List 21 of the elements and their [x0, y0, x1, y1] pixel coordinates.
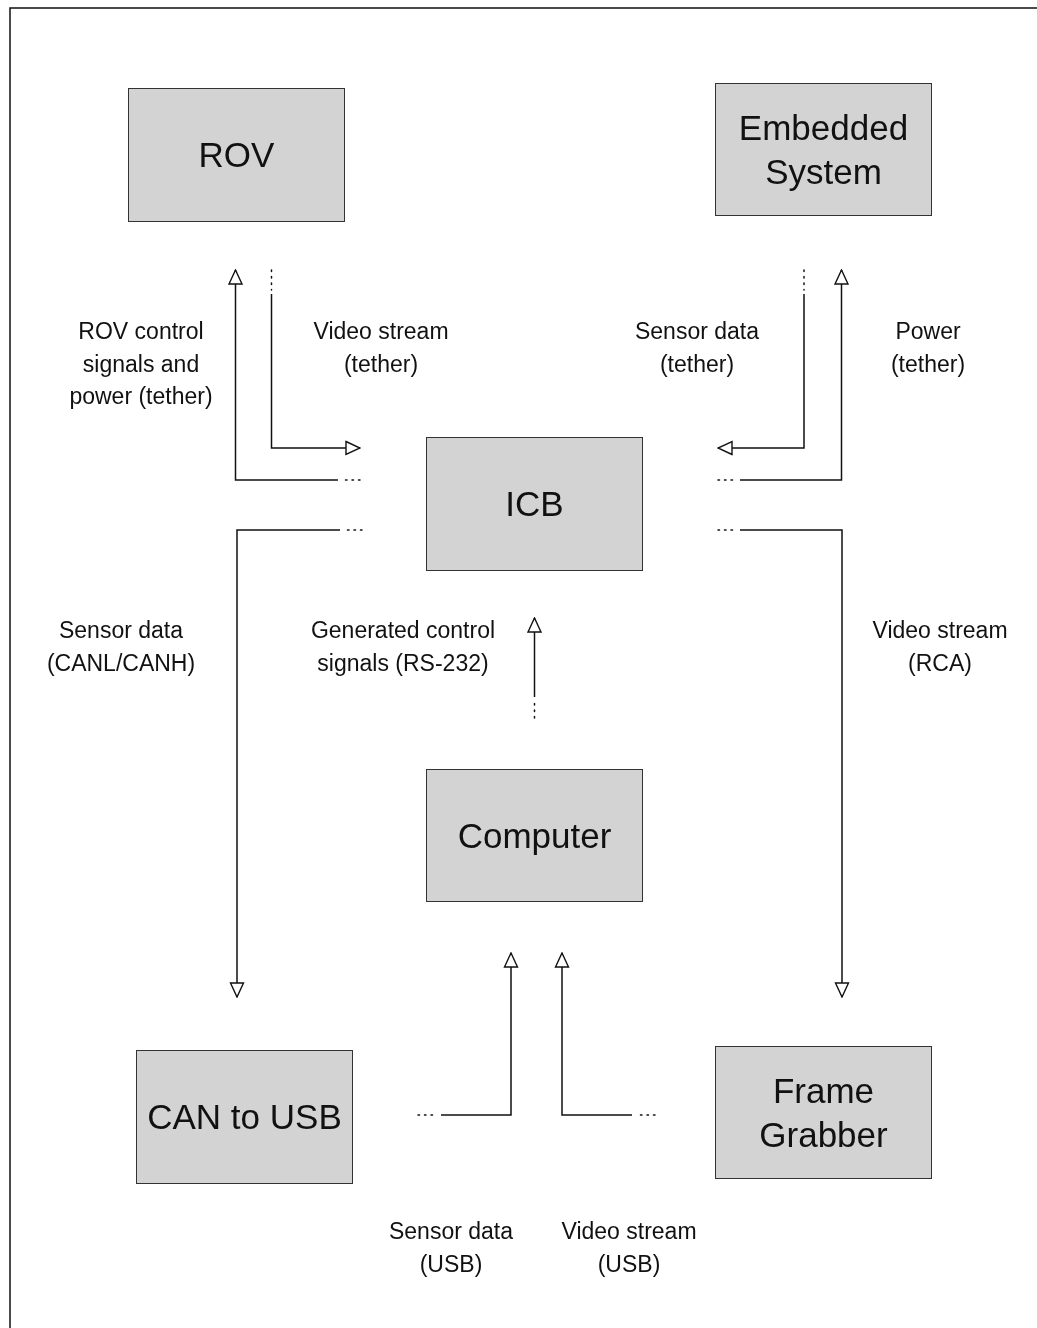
arrow [228, 269, 361, 481]
arrow [270, 269, 361, 456]
process-box [715, 83, 932, 216]
arrow [417, 952, 519, 1116]
node-label: Embedded System [737, 106, 910, 193]
process-box [426, 769, 643, 902]
process-box [715, 1046, 932, 1179]
node-label: ROV [198, 134, 275, 177]
process-box [128, 88, 345, 222]
node-label: Computer [457, 814, 612, 857]
arrow [717, 529, 850, 998]
arrow [229, 529, 363, 998]
node-label: Frame Grabber [758, 1069, 889, 1156]
arrow [527, 617, 542, 719]
process-box [136, 1050, 353, 1184]
arrow [554, 952, 656, 1116]
arrow [717, 269, 849, 481]
process-box [426, 437, 643, 571]
arrow [717, 269, 805, 456]
node-label: ICB [505, 483, 564, 526]
node-label: CAN to USB [147, 1096, 342, 1139]
